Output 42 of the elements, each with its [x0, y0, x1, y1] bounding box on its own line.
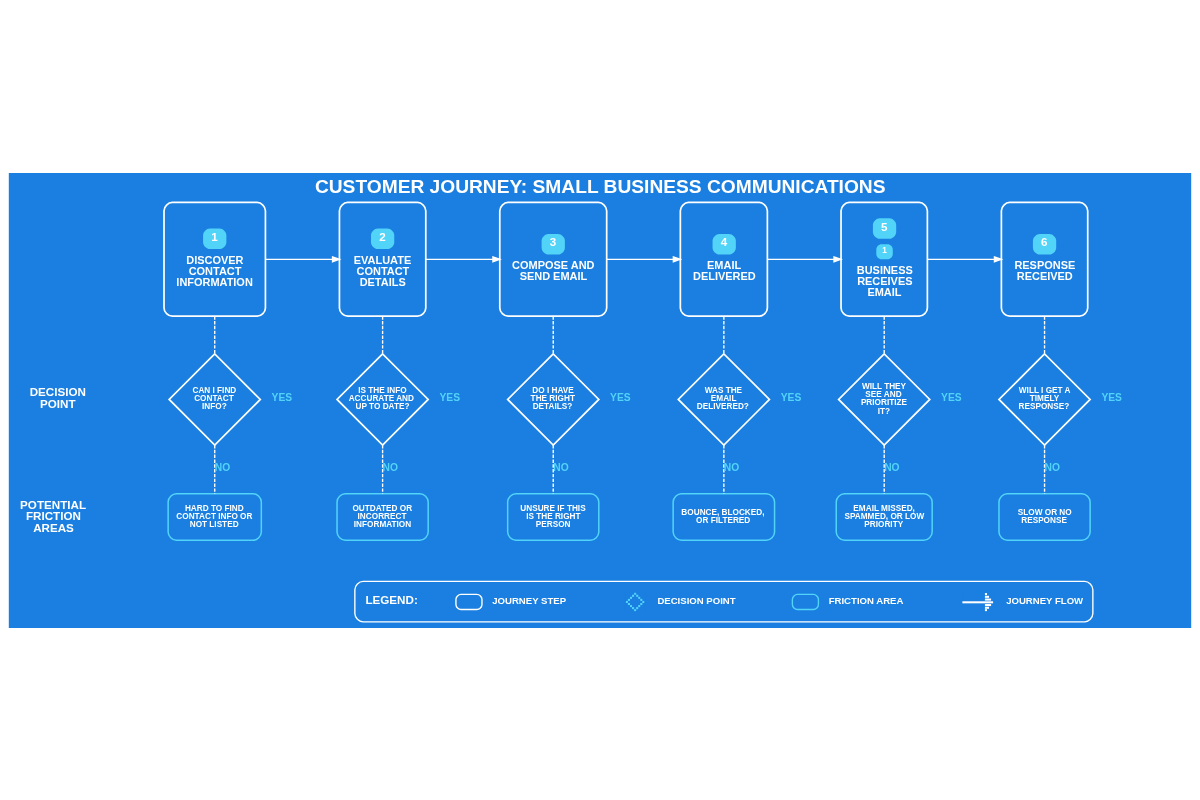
connector: [552, 443, 554, 494]
label: LEGEND:: [365, 592, 418, 606]
legend-label: JOURNEY STEP: [492, 594, 567, 606]
edge-label: NO: [723, 461, 740, 473]
legend-label: DECISION POINT: [657, 594, 736, 606]
connector: [723, 443, 725, 494]
label: DECISION POINT: [29, 384, 86, 410]
connector: [883, 315, 885, 354]
connector: [1043, 443, 1046, 494]
node-box: 3 COMPOSE AND SEND EMAIL: [498, 201, 608, 317]
node-box: 1 DISCOVER CONTACT INFORMATION: [163, 201, 267, 317]
node-box: 4 EMAIL DELIVERED: [679, 201, 769, 317]
node-label: YES: [271, 391, 293, 403]
connector: [883, 443, 885, 494]
node-label: YES: [780, 391, 802, 403]
legend-label: JOURNEY FLOW: [1006, 594, 1084, 606]
connector: [1043, 315, 1046, 354]
label: POTENTIAL FRICTION AREAS: [20, 496, 86, 534]
arrow: [264, 255, 342, 263]
arrow: [606, 255, 683, 263]
edge-label: NO: [214, 461, 231, 473]
node-box: 6 RESPONSE RECEIVED: [1000, 201, 1089, 317]
edge-label: NO: [884, 461, 900, 473]
connector: [214, 443, 216, 494]
connector: [552, 315, 554, 354]
edge-label: NO: [1044, 461, 1060, 473]
node-label: YES: [439, 391, 461, 403]
edge-label: NO: [553, 461, 569, 473]
connector: [381, 443, 384, 494]
connector: [723, 315, 725, 354]
diagram-title: CUSTOMER JOURNEY: SMALL BUSINESS COMMUNICATIONS: [314, 175, 886, 197]
arrow: [766, 255, 843, 263]
node-label: YES: [1101, 391, 1122, 403]
node-label: YES: [610, 391, 631, 403]
connector: [214, 315, 216, 354]
node-label: YES: [941, 391, 962, 403]
node-box: 2 EVALUATE CONTACT DETAILS: [338, 201, 427, 317]
edge-label: NO: [382, 461, 399, 473]
arrow: [425, 255, 502, 263]
legend-label: FRICTION AREA: [828, 594, 904, 606]
arrow: [926, 255, 1004, 263]
connector: [381, 315, 384, 354]
